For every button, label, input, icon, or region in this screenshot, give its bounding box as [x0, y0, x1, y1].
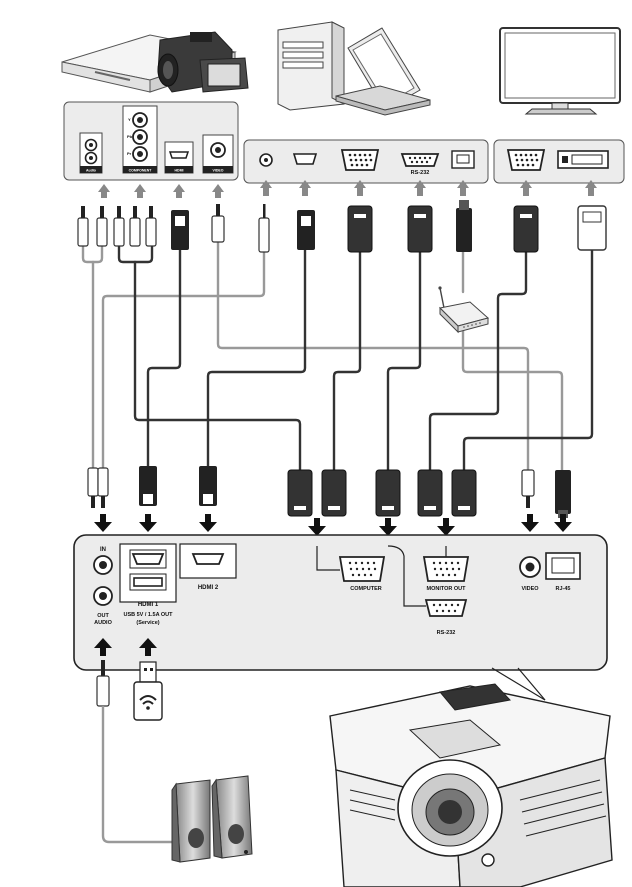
label-hdmi1: HDMI 1 [138, 602, 159, 608]
av-source-panel: Audio Y Pb Pr COMPONENT HDMI VIDEO [63, 101, 239, 181]
cables [81, 238, 594, 472]
av-video-label: VIDEO [213, 169, 224, 173]
audio-out-cable [96, 660, 190, 844]
source-arrows [98, 180, 597, 198]
projector-arrows [94, 514, 572, 536]
av-comp-pr-label: Pr [127, 151, 132, 156]
pc-source-panel: RS-232 [243, 139, 489, 184]
label-hdmi2: HDMI 2 [198, 585, 219, 591]
label-rs232: RS-232 [437, 630, 456, 636]
av-component-label: COMPONENT [129, 169, 153, 173]
av-comp-y-label: Y [128, 117, 131, 122]
label-usb: USB 5V / 1.5A OUT [123, 612, 173, 618]
top-connectors [77, 200, 607, 253]
router-icon [438, 286, 490, 334]
label-usb-service: (Service) [136, 620, 159, 626]
projector-icon [329, 667, 613, 887]
output-arrows [94, 638, 157, 656]
av-hdmi-label: HDMI [175, 169, 184, 173]
label-audio: AUDIO [94, 620, 112, 626]
label-computer: COMPUTER [350, 586, 382, 592]
av-comp-pb-label: Pb [127, 134, 133, 139]
av-audio-label: Audio [86, 169, 96, 173]
monitor-source-panel [493, 139, 625, 184]
label-video: VIDEO [521, 586, 539, 592]
monitor-icon [499, 27, 621, 115]
projector-io-panel: IN OUT AUDIO HDMI 1 USB 5V / 1.5A OUT (S… [73, 534, 608, 671]
label-audio-out: OUT [97, 613, 109, 619]
desktop-pc-icon [277, 21, 345, 111]
camcorder-icon [157, 31, 249, 93]
label-audio-in: IN [100, 547, 106, 553]
bottom-connectors [87, 466, 571, 518]
label-monitor-out: MONITOR OUT [426, 586, 466, 592]
label-rj45: RJ-45 [556, 586, 571, 592]
wifi-dongle-icon [133, 661, 163, 721]
laptop-icon [335, 27, 431, 116]
speakers-icon [171, 775, 253, 863]
pc-rs232-label: RS-232 [411, 170, 430, 176]
